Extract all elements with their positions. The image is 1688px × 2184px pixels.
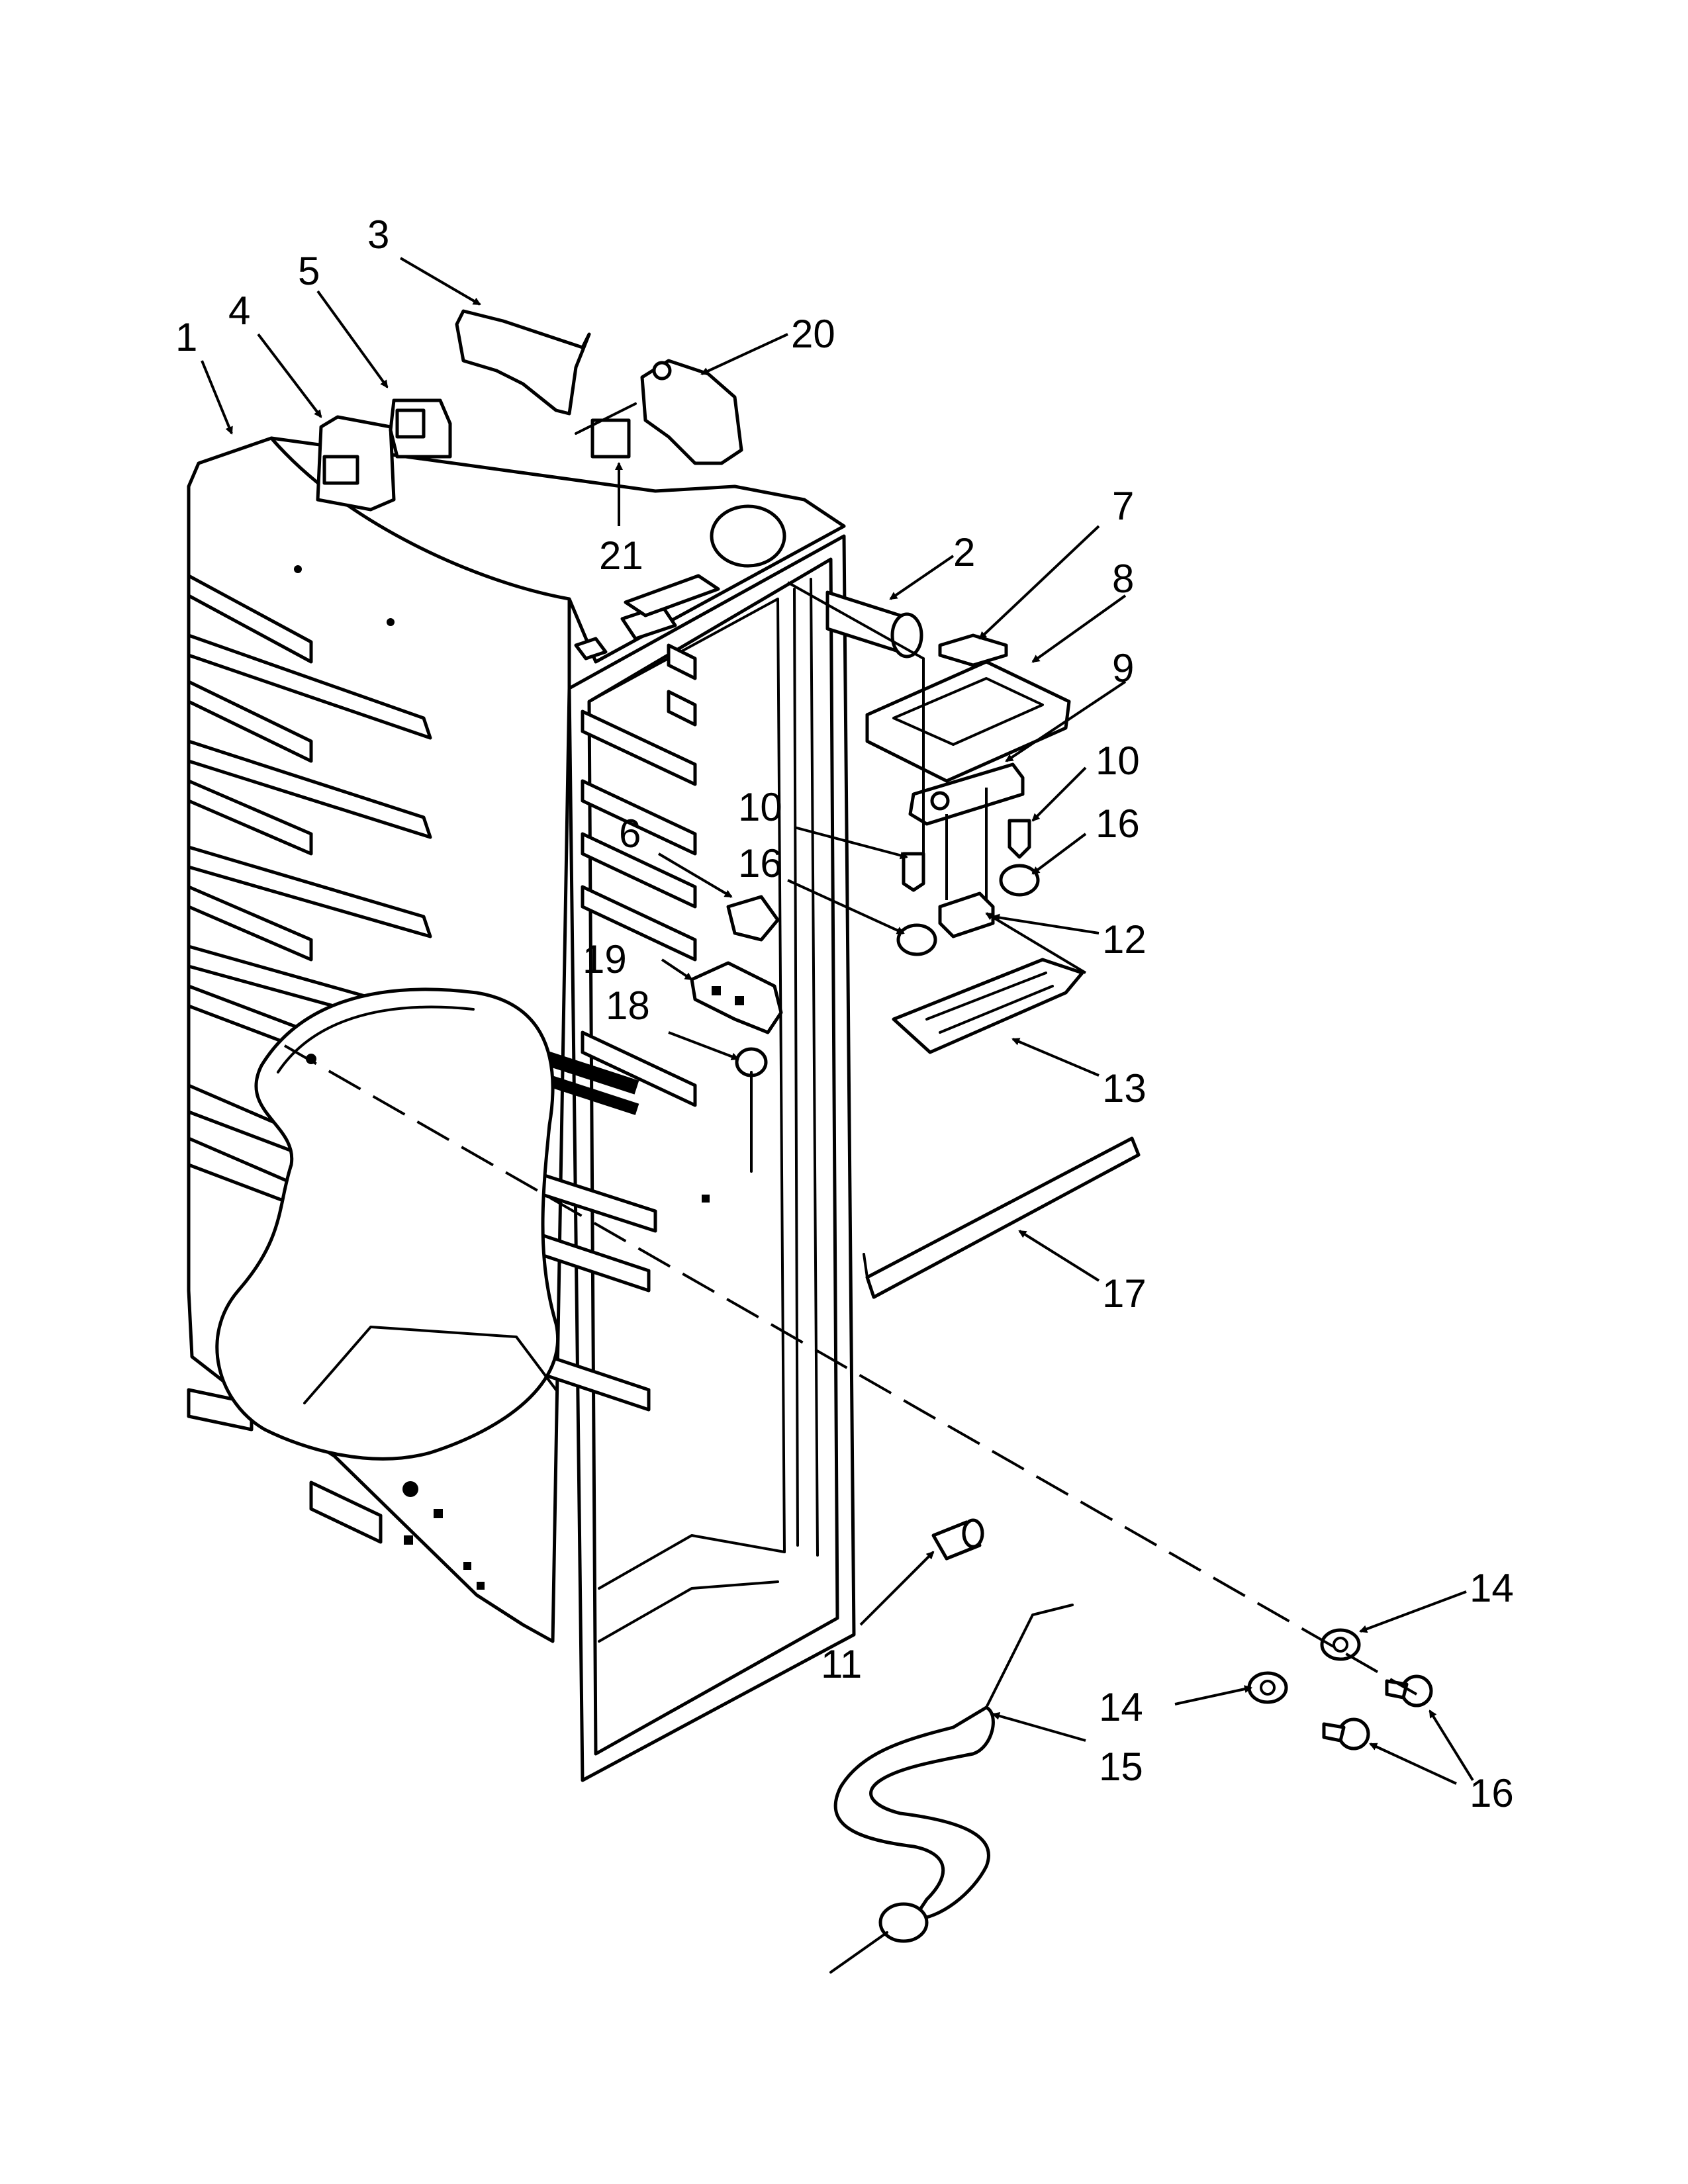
callout-4: 4: [228, 289, 250, 333]
part-11-fitting: [931, 1518, 984, 1561]
callout-13: 13: [1102, 1066, 1147, 1111]
part-19-housing: [690, 961, 783, 1034]
part-9-socket: [908, 762, 1025, 826]
callout-10-right: 10: [1096, 739, 1140, 783]
part-4-control-box: [316, 415, 396, 512]
part-20-housing: [640, 359, 743, 465]
callout-14-lower: 14: [1099, 1685, 1143, 1729]
callout-16-left: 16: [738, 841, 782, 886]
callout-21: 21: [599, 533, 643, 578]
part-5-panel: [389, 398, 452, 459]
callout-1: 1: [175, 315, 197, 359]
part-10-screw-right: [1008, 819, 1031, 859]
part-16-bulb-right: [999, 864, 1040, 897]
callout-12: 12: [1102, 917, 1147, 962]
callout-7: 7: [1112, 484, 1134, 528]
part-16-screw-upper: [1385, 1674, 1433, 1707]
callout-10-left: 10: [738, 785, 782, 829]
callout-3: 3: [367, 212, 389, 257]
part-21-label: [590, 418, 631, 459]
callout-18: 18: [606, 983, 650, 1028]
callout-leaders: [201, 257, 1474, 1785]
callout-20: 20: [791, 312, 835, 356]
callout-11: 11: [821, 1642, 862, 1686]
callout-5: 5: [298, 249, 320, 293]
part-17-panel: [863, 1136, 1141, 1299]
callout-8: 8: [1112, 557, 1134, 601]
part-10-screw-left: [902, 852, 925, 892]
callout-14-upper: 14: [1470, 1566, 1514, 1610]
part-8-light-housing: [865, 660, 1071, 783]
part-14-bumper-lower: [1247, 1671, 1288, 1704]
part-7-clip: [938, 633, 1008, 667]
part-15-tube: [829, 1604, 1074, 1974]
part-3-bracket: [455, 309, 591, 416]
callout-labels: 1 4 5 3 20 21 2 7 8 9 10 10 16 16 12 6 1…: [175, 212, 1514, 1815]
callout-16-right: 16: [1096, 801, 1140, 846]
part-14-bumper-upper: [1320, 1628, 1361, 1661]
assembly-center-line: [284, 1044, 1417, 1696]
refrigerator-liner: [187, 436, 856, 1782]
callout-15: 15: [1099, 1745, 1143, 1789]
callout-6: 6: [619, 811, 641, 856]
part-16-screw-lower: [1322, 1717, 1370, 1751]
callout-19: 19: [583, 937, 627, 981]
callout-2: 2: [953, 530, 975, 574]
part-18-sensor: [735, 1047, 768, 1173]
part-13-light-cover: [892, 958, 1084, 1054]
callout-17: 17: [1102, 1271, 1147, 1316]
callout-9: 9: [1112, 646, 1134, 690]
part-16-bulb-left: [896, 923, 937, 956]
callout-16-bottom: 16: [1470, 1771, 1514, 1815]
part-6-clip: [726, 895, 780, 942]
part-12-terminal: [938, 891, 995, 938]
